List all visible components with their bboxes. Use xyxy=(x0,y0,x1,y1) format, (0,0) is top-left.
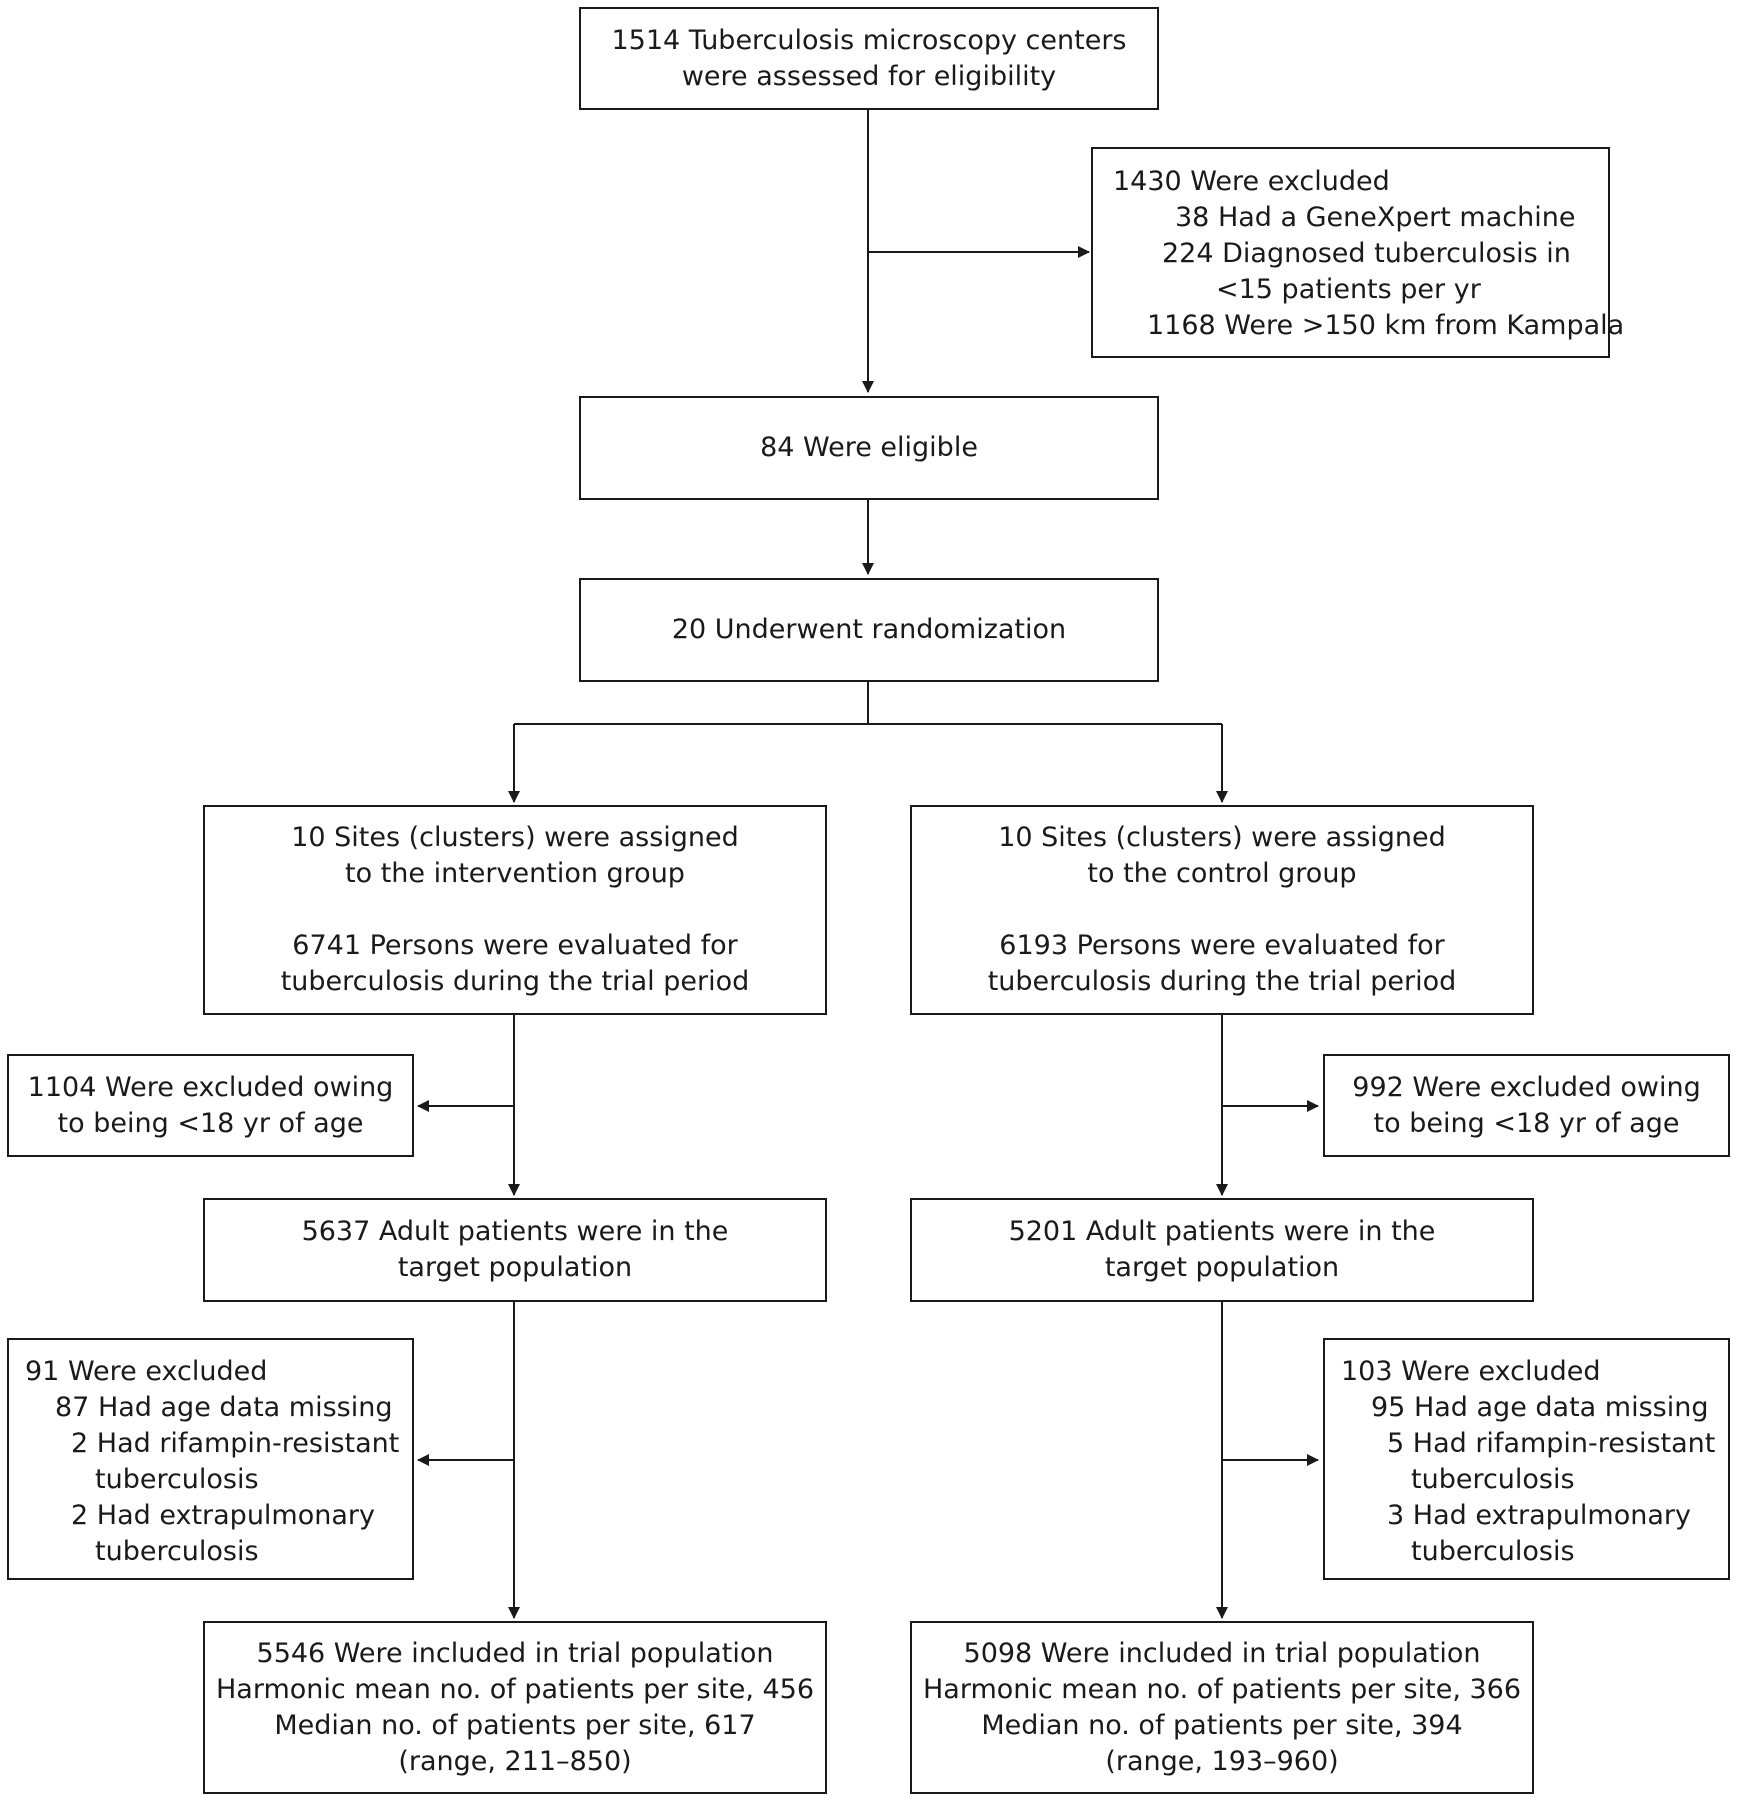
intervention-included-line-3: Median no. of patients per site, 617 xyxy=(274,1709,756,1741)
control-excluded-header: 103 Were excluded xyxy=(1341,1356,1601,1387)
control-included-line-4: (range, 193–960) xyxy=(1105,1745,1339,1777)
assessed-line-1: 1514 Tuberculosis microscopy centers xyxy=(611,24,1127,56)
intervention-excluded-item: 87 Had age data missing xyxy=(55,1392,393,1423)
control-excluded-item: 3 Had extrapulmonary xyxy=(1387,1500,1691,1531)
control-included-line-2: Harmonic mean no. of patients per site, … xyxy=(922,1673,1522,1705)
intervention-excluded-item: 2 Had rifampin-resistant xyxy=(71,1428,400,1459)
control-excluded-item: 95 Had age data missing xyxy=(1371,1392,1709,1423)
assessed-line-2: were assessed for eligibility xyxy=(681,60,1057,92)
intervention-assigned-line-2: to the intervention group xyxy=(345,858,685,889)
intervention-assigned-line-1: 10 Sites (clusters) were assigned xyxy=(291,822,739,853)
excluded-centers-item: 1168 Were >150 km from Kampala xyxy=(1147,310,1625,341)
excluded-centers-item-continued: <15 patients per yr xyxy=(1216,274,1481,305)
control-assigned-line-1: 10 Sites (clusters) were assigned xyxy=(998,822,1446,853)
randomized-box: 20 Underwent randomization xyxy=(579,578,1159,682)
control-excluded-item: 5 Had rifampin-resistant xyxy=(1387,1428,1716,1459)
control-evaluated-line-2: tuberculosis during the trial period xyxy=(987,966,1457,997)
intervention-evaluated-line-1: 6741 Persons were evaluated for xyxy=(292,930,738,961)
intervention-excluded-box: 91 Were excluded 87 Had age data missing… xyxy=(7,1338,414,1580)
control-excluded-box: 103 Were excluded 95 Had age data missin… xyxy=(1323,1338,1730,1580)
control-evaluated-line-1: 6193 Persons were evaluated for xyxy=(999,930,1445,961)
intervention-target-line-2: target population xyxy=(397,1252,633,1283)
intervention-included-line-2: Harmonic mean no. of patients per site, … xyxy=(215,1673,815,1705)
intervention-evaluated-line-2: tuberculosis during the trial period xyxy=(280,966,750,997)
control-assigned-box: 10 Sites (clusters) were assigned to the… xyxy=(910,805,1534,1015)
control-included-line-1: 5098 Were included in trial population xyxy=(963,1637,1481,1669)
randomized-line: 20 Underwent randomization xyxy=(671,614,1067,645)
intervention-included-box: 5546 Were included in trial population H… xyxy=(203,1621,827,1794)
intervention-target-line-1: 5637 Adult patients were in the xyxy=(301,1216,729,1247)
intervention-age-excluded-box: 1104 Were excluded owing to being <18 yr… xyxy=(7,1054,414,1157)
control-target-box: 5201 Adult patients were in the target p… xyxy=(910,1198,1534,1302)
control-target-line-2: target population xyxy=(1104,1252,1340,1283)
intervention-target-box: 5637 Adult patients were in the target p… xyxy=(203,1198,827,1302)
intervention-included-line-1: 5546 Were included in trial population xyxy=(256,1637,774,1669)
intervention-age-excluded-line-2: to being <18 yr of age xyxy=(57,1107,364,1139)
excluded-centers-header: 1430 Were excluded xyxy=(1113,166,1390,197)
control-assigned-line-2: to the control group xyxy=(1087,858,1357,889)
intervention-excluded-item: 2 Had extrapulmonary xyxy=(71,1500,375,1531)
control-excluded-item-continued: tuberculosis xyxy=(1411,1464,1575,1495)
intervention-assigned-box: 10 Sites (clusters) were assigned to the… xyxy=(203,805,827,1015)
eligible-box: 84 Were eligible xyxy=(579,396,1159,500)
intervention-age-excluded-line-1: 1104 Were excluded owing xyxy=(27,1071,394,1103)
control-target-line-1: 5201 Adult patients were in the xyxy=(1008,1216,1436,1247)
intervention-excluded-header: 91 Were excluded xyxy=(25,1356,268,1387)
eligible-line: 84 Were eligible xyxy=(760,432,978,463)
control-included-box: 5098 Were included in trial population H… xyxy=(910,1621,1534,1794)
excluded-centers-item: 224 Diagnosed tuberculosis in xyxy=(1162,238,1571,269)
intervention-excluded-item-continued: tuberculosis xyxy=(95,1536,259,1567)
control-excluded-item-continued: tuberculosis xyxy=(1411,1536,1575,1567)
assessed-box: 1514 Tuberculosis microscopy centers wer… xyxy=(579,7,1159,110)
control-age-excluded-line-2: to being <18 yr of age xyxy=(1373,1107,1680,1139)
control-age-excluded-box: 992 Were excluded owing to being <18 yr … xyxy=(1323,1054,1730,1157)
control-age-excluded-line-1: 992 Were excluded owing xyxy=(1352,1071,1701,1103)
excluded-centers-item: 38 Had a GeneXpert machine xyxy=(1175,202,1576,233)
intervention-excluded-item-continued: tuberculosis xyxy=(95,1464,259,1495)
control-included-line-3: Median no. of patients per site, 394 xyxy=(981,1709,1463,1741)
intervention-included-line-4: (range, 211–850) xyxy=(398,1745,632,1777)
excluded-centers-box: 1430 Were excluded 38 Had a GeneXpert ma… xyxy=(1091,147,1625,358)
